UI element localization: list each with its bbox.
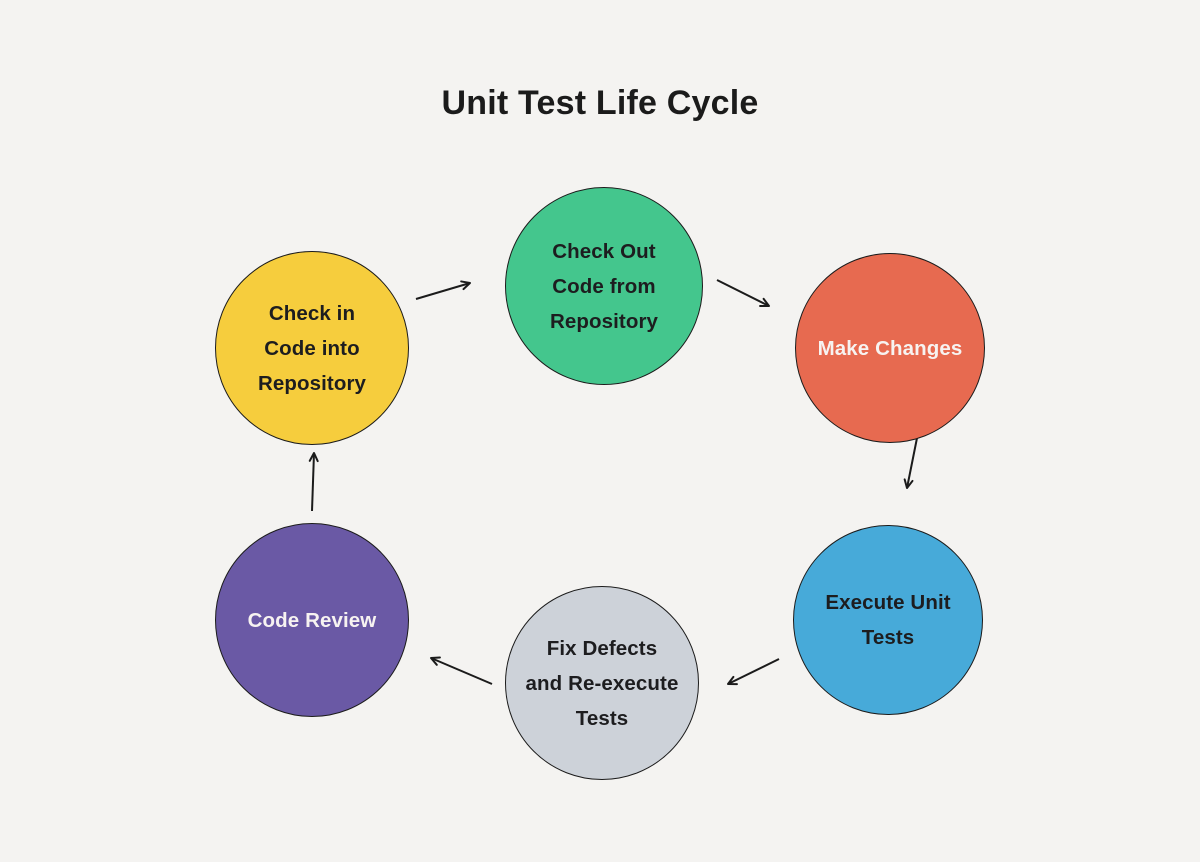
arrow-execute-to-fix-defects <box>727 658 780 686</box>
node-label: Code Review <box>248 603 377 638</box>
node-label-line: Check Out <box>552 239 656 263</box>
node-label: Check Out Code from Repository <box>550 234 658 339</box>
node-label-line: Repository <box>549 309 659 333</box>
node-label-line: Repository <box>257 371 367 395</box>
node-execute-unit-tests: Execute Unit Tests <box>793 525 983 715</box>
node-label-line: Code Review <box>247 608 377 632</box>
node-label-line: Tests <box>861 626 915 649</box>
arrow-fix-defects-to-code-review <box>430 656 493 685</box>
node-label-line: Code into <box>264 336 360 360</box>
arrow-check-in-to-check-out <box>415 280 471 300</box>
node-label-line: Execute Unit <box>825 591 951 614</box>
node-label: Fix Defects and Re-execute Tests <box>526 631 679 736</box>
node-code-review: Code Review <box>215 523 409 717</box>
node-fix-defects: Fix Defects and Re-execute Tests <box>505 586 699 780</box>
arrow-code-review-to-check-in <box>308 452 319 512</box>
node-label-line: Code from <box>552 274 656 298</box>
node-label: Make Changes <box>818 331 963 366</box>
node-label-line: Make Changes <box>817 336 963 360</box>
node-label-line: Fix Defects <box>546 636 658 660</box>
arrow-check-out-to-make-changes <box>716 279 770 307</box>
node-label-line: Check in <box>268 301 356 325</box>
node-check-in-code: Check in Code into Repository <box>215 251 409 445</box>
node-check-out-code: Check Out Code from Repository <box>505 187 703 385</box>
node-label: Execute Unit Tests <box>825 585 950 655</box>
node-make-changes: Make Changes <box>795 253 985 443</box>
arrow-make-changes-to-execute <box>903 437 918 489</box>
node-label: Check in Code into Repository <box>258 296 366 401</box>
diagram-title: Unit Test Life Cycle <box>441 84 759 122</box>
node-label-line: Tests <box>575 706 629 730</box>
node-label-line: and Re-execute <box>525 671 679 695</box>
